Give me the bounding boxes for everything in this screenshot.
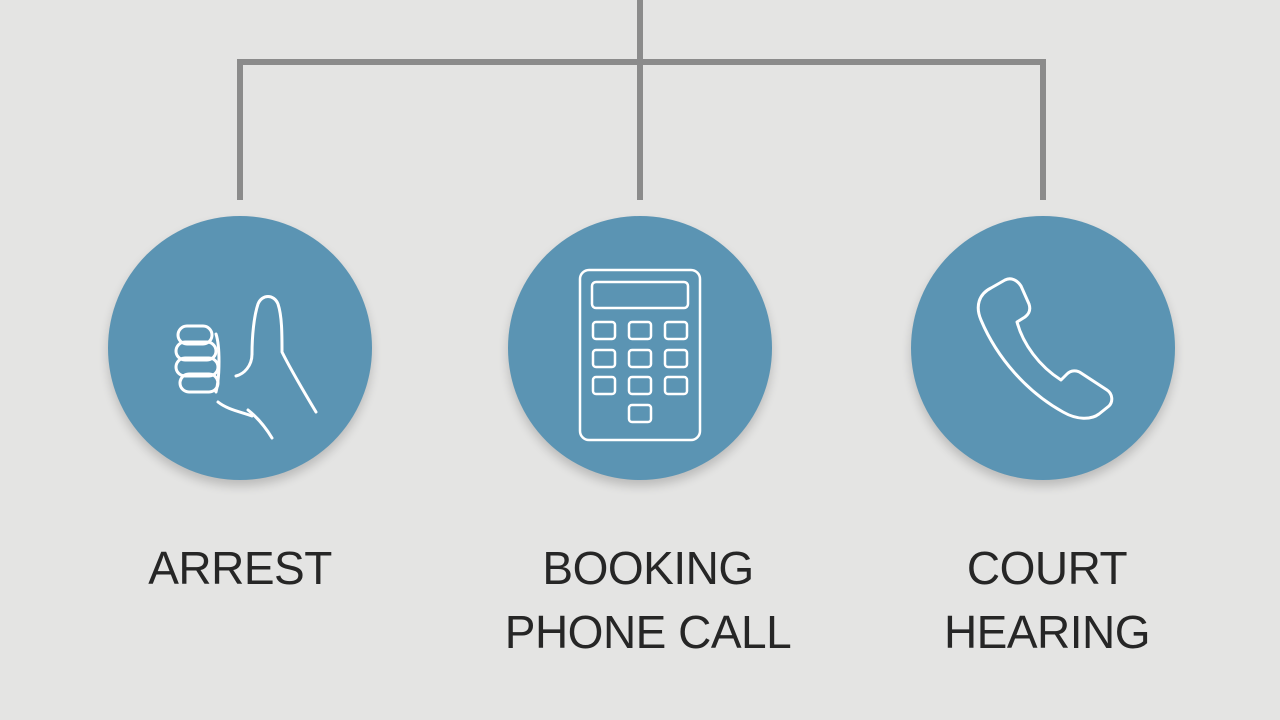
phone-handset-icon (976, 277, 1114, 420)
thumbs-up-icon (174, 295, 318, 440)
step-label-line: HEARING (943, 606, 1151, 658)
step-node-court (911, 216, 1175, 480)
step-node-arrest (108, 216, 372, 480)
step-label-line: PHONE CALL (504, 606, 792, 658)
step-label-line: ARREST (148, 542, 332, 594)
calculator-icon (578, 268, 702, 442)
step-node-booking (508, 216, 772, 480)
step-label-court: COURT HEARING (847, 536, 1247, 664)
step-label-arrest: ARREST (40, 536, 440, 600)
step-label-line: COURT (966, 542, 1128, 594)
step-label-booking: BOOKING PHONE CALL (448, 536, 848, 664)
step-label-line: BOOKING (542, 542, 754, 594)
